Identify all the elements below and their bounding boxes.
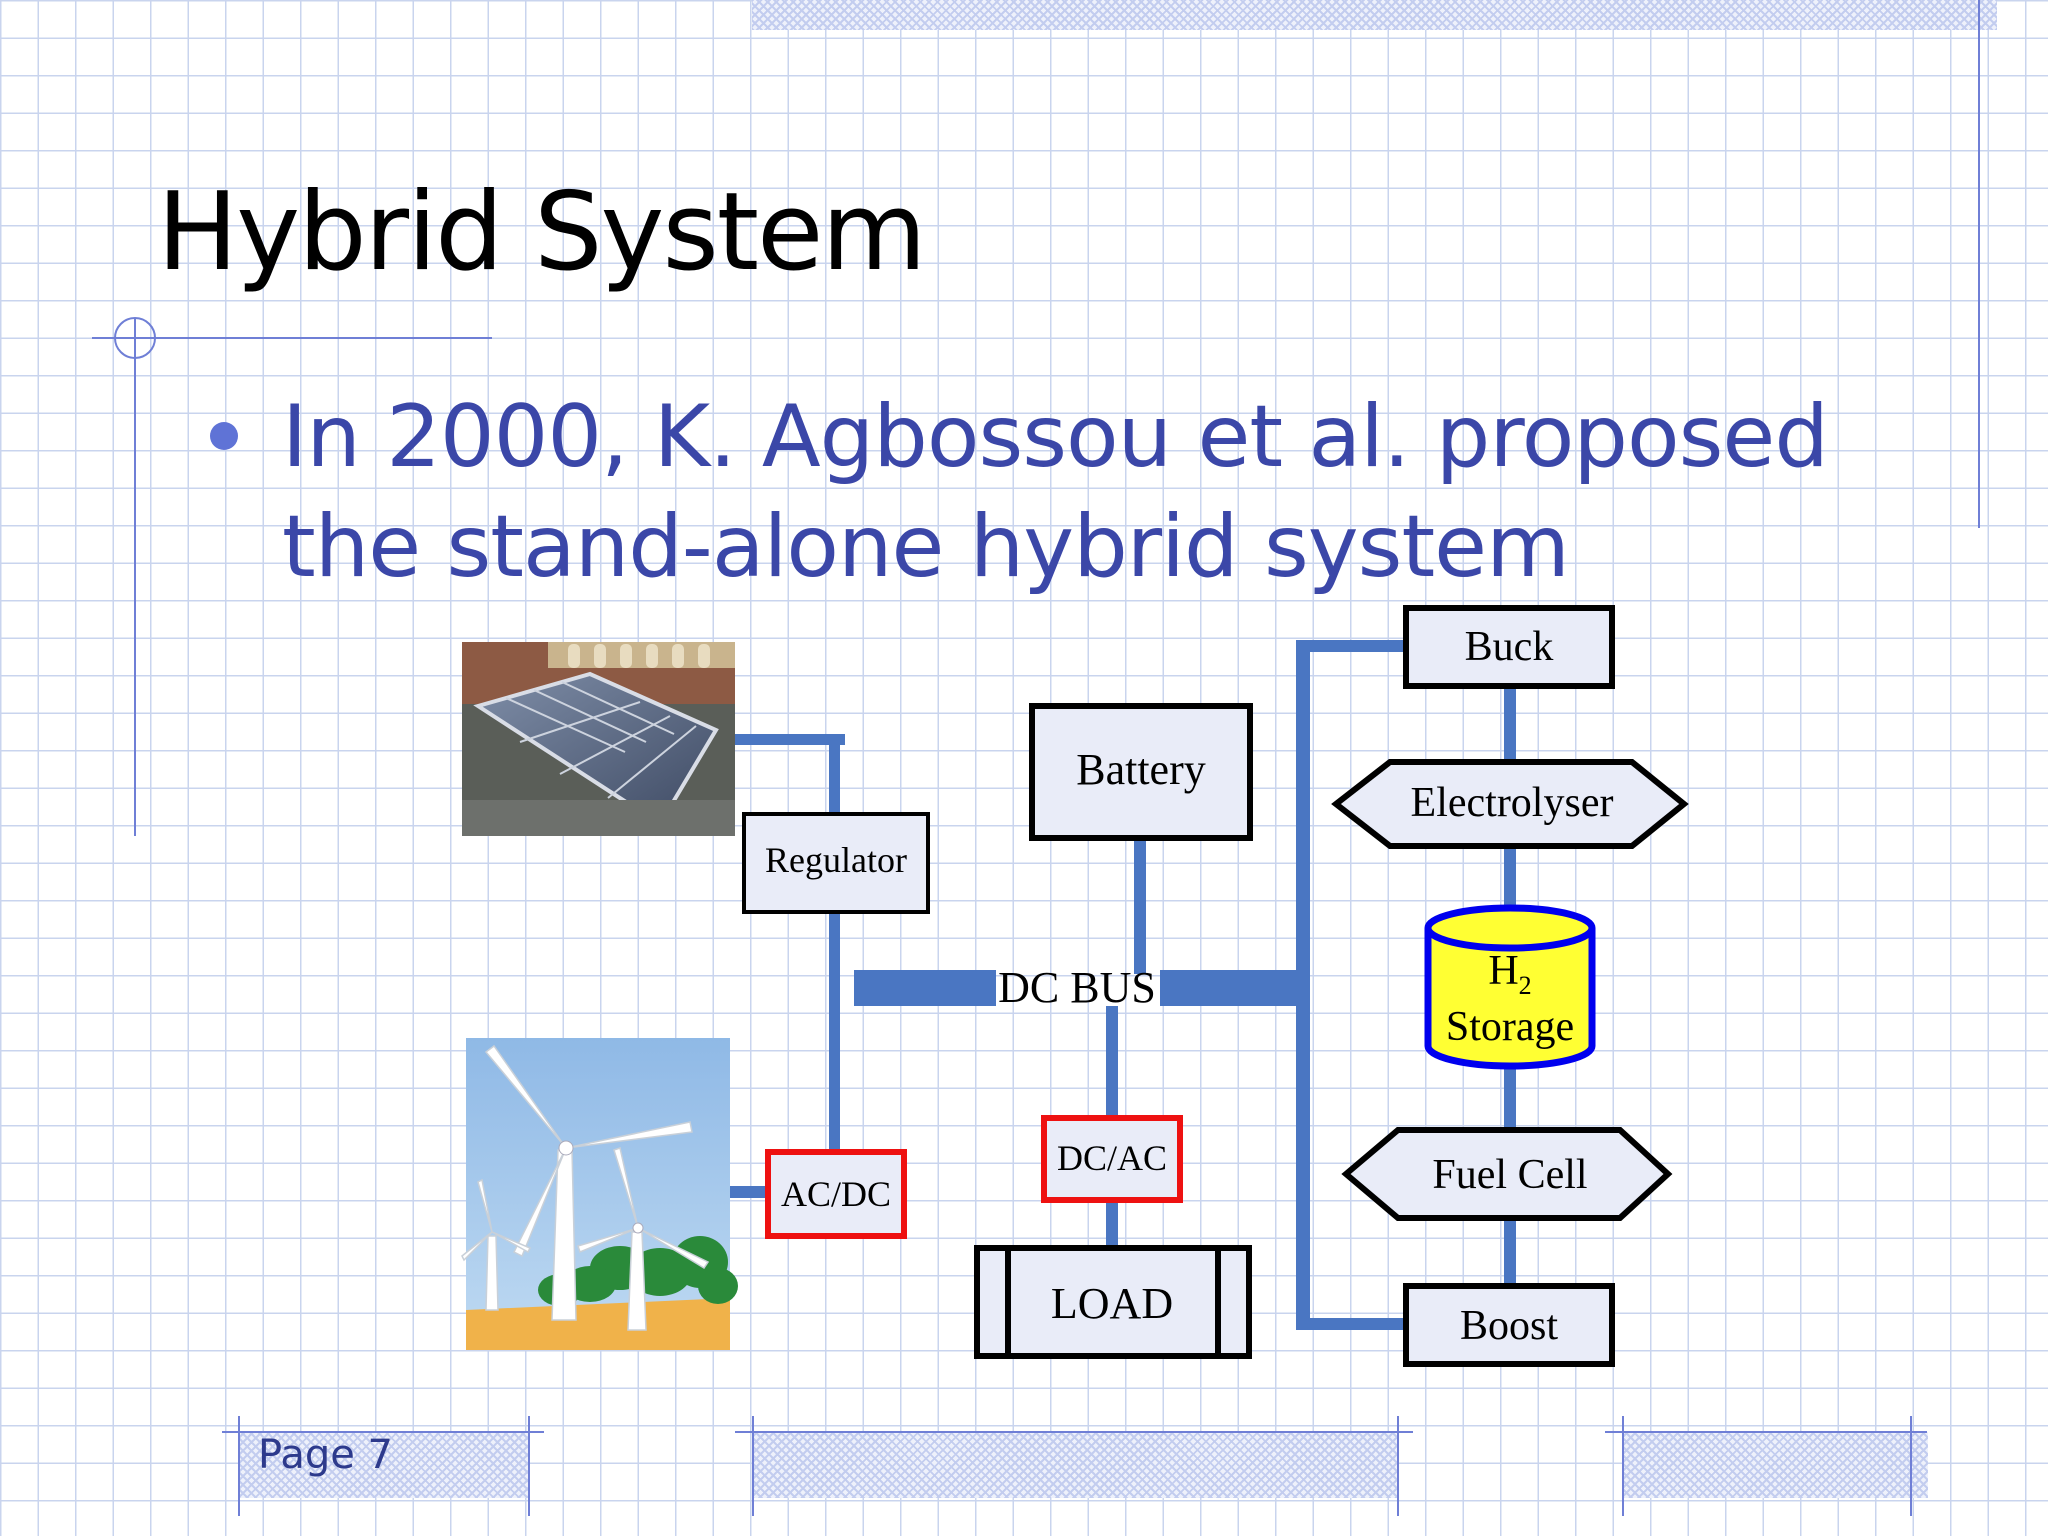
left-border-line <box>134 318 136 836</box>
buck-label: Buck <box>1465 624 1554 670</box>
dc-bus-label: DC BUS <box>998 963 1156 1012</box>
fuel-cell-hexagon <box>1341 1127 1673 1221</box>
solar-to-regulator-line-h <box>735 734 845 745</box>
bullet-dot <box>210 422 238 450</box>
battery-label: Battery <box>1076 745 1206 794</box>
battery-box <box>1029 703 1253 841</box>
footer-box-right <box>1622 1432 1928 1498</box>
bullet-text: In 2000, K. Agbossou et al. proposed the… <box>282 387 1829 597</box>
solar-to-regulator-line-v <box>829 734 840 814</box>
footer-tick-3 <box>752 1416 754 1516</box>
regulator-to-acdc-line <box>829 912 840 1150</box>
regulator-label: Regulator <box>765 840 907 880</box>
boost-box <box>1403 1283 1615 1367</box>
fuel-cell-label: Fuel Cell <box>1432 1152 1587 1198</box>
footer-tick-2 <box>528 1416 530 1516</box>
page-number: Page 7 <box>258 1432 393 1478</box>
dc-bus-bar-left <box>854 970 996 1006</box>
right-border-line <box>1978 0 1980 528</box>
footer-tick-1 <box>238 1416 240 1516</box>
footer-box-center <box>752 1432 1397 1498</box>
right-branch-vertical <box>1296 640 1310 1330</box>
wind-turbine-picture <box>461 1038 738 1350</box>
footer-tick-6 <box>1910 1416 1912 1516</box>
fuelcell-to-boost-line <box>1504 1218 1516 1288</box>
footer-tick-5 <box>1622 1416 1624 1516</box>
dcac-to-load-line <box>1106 1200 1118 1250</box>
footer-line-left <box>222 1431 544 1433</box>
wind-to-acdc-line <box>730 1186 766 1198</box>
slide-title: Hybrid System <box>157 170 927 295</box>
crosshair-ornament <box>114 317 156 359</box>
buck-to-electrolyser-line <box>1504 686 1516 762</box>
right-to-buck-line <box>1296 640 1406 652</box>
title-underline <box>92 337 492 339</box>
top-hatch-band <box>752 0 1997 30</box>
dcac-converter-box <box>1041 1115 1183 1203</box>
buck-box <box>1403 605 1615 689</box>
bus-connection-lines <box>730 640 1516 1330</box>
load-box <box>974 1245 1252 1359</box>
boost-label: Boost <box>1460 1303 1558 1349</box>
h2-storage-label: Storage <box>1446 1004 1574 1050</box>
h2-symbol: H <box>1488 948 1518 994</box>
right-to-boost-line <box>1296 1318 1406 1330</box>
h2-formula: H2 <box>1488 948 1531 1000</box>
regulator-box <box>742 812 930 914</box>
footer-tick-4 <box>1397 1416 1399 1516</box>
footer-line-center <box>735 1431 1413 1433</box>
load-label: LOAD <box>1051 1279 1173 1328</box>
battery-to-bus-line <box>1134 838 1146 974</box>
h2-subscript: 2 <box>1519 971 1532 1000</box>
acdc-label: AC/DC <box>781 1174 891 1214</box>
footer-box-left <box>238 1432 528 1498</box>
dc-bus-bar-right <box>1160 970 1298 1006</box>
solar-panel-photo <box>462 642 735 836</box>
footer-line-right <box>1605 1431 1927 1433</box>
dcac-label: DC/AC <box>1057 1138 1167 1178</box>
h2-storage-cylinder <box>1424 904 1596 1070</box>
electrolyser-hexagon <box>1331 759 1689 849</box>
storage-to-fuelcell-line <box>1504 1066 1516 1130</box>
electrolyser-label: Electrolyser <box>1411 780 1614 826</box>
acdc-converter-box <box>765 1149 907 1239</box>
bus-to-dcac-line <box>1106 1006 1118 1118</box>
electrolyser-to-storage-line <box>1504 846 1516 908</box>
